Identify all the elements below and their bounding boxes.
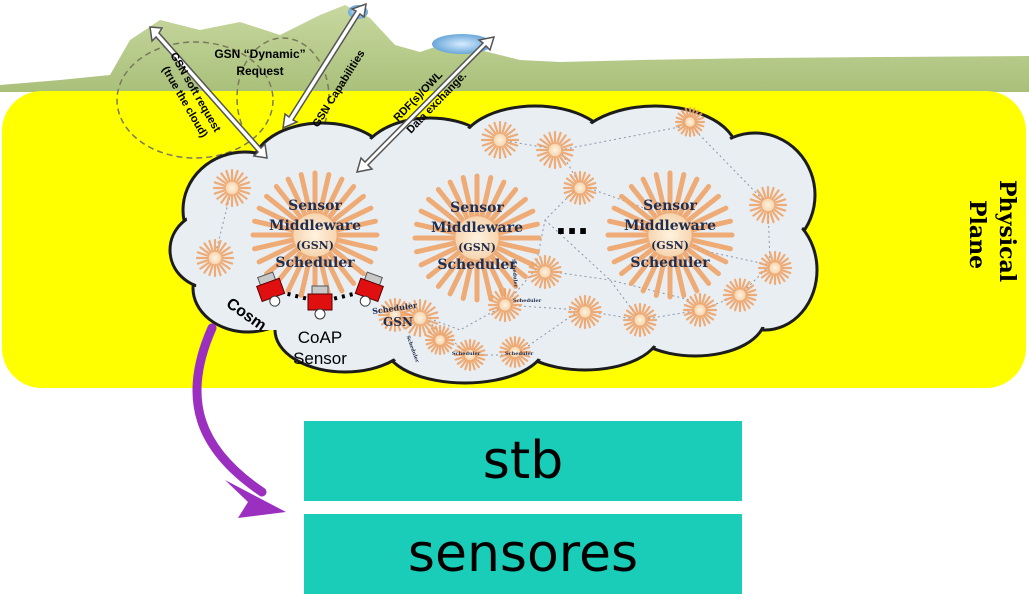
tiny-scheduler-label: Scheduler [510,259,518,288]
mw1-line1: Sensor [288,198,342,214]
tiny-scheduler-label: Scheduler [505,351,534,357]
sensor-burst [453,338,487,372]
middleware-node-3: Sensor Middleware (GSN) Scheduler [624,198,716,271]
sensor-burst [498,335,532,369]
sensor-bursts [195,106,793,372]
stb-label: stb [482,431,564,491]
mw2-line4: Scheduler [437,257,517,273]
arrow-rdf [355,36,496,173]
sensor-burst [527,254,563,290]
stb-box: stb [304,421,742,501]
sensor-burst [212,168,252,208]
sensor-burst [400,298,440,338]
scheduler-gsn-line2: GSN [383,315,413,329]
request-ellipse-left [116,41,274,159]
mw3-line4: Scheduler [630,255,710,271]
sensor-burst [567,294,603,330]
mw3-line1: Sensor [643,198,697,214]
tiny-scheduler-label: Scheduler [452,351,481,357]
sensor-burst [487,287,523,323]
mw2-line2: Middleware [431,220,523,236]
sensor-burst [622,302,658,338]
arrow-soft-request [149,26,268,159]
sensores-label: sensores [407,524,639,584]
purple-curved-arrow [192,323,267,497]
coap-label-line1: CoAP [298,328,342,347]
landscape-hills [0,5,1029,92]
mw2-line3: (GSN) [458,241,496,254]
arrow-label-dynamic-request: GSN “Dynamic” Request [214,47,305,78]
middleware-node-1: Sensor Middleware (GSN) Scheduler [269,198,361,271]
tiny-scheduler-label: Scheduler [513,298,542,304]
coap-sensor-chain [256,271,384,320]
sensor-burst [424,324,456,356]
mw1-line3: (GSN) [296,239,334,252]
mw1-line4: Scheduler [275,255,355,271]
sensor-burst [377,297,413,333]
sensor-burst [722,277,758,313]
sensor-burst [605,170,735,300]
coap-label-line2: Sensor [293,349,347,368]
sensor-burst [480,120,520,160]
physical-plane-label: Physical Plane [964,180,1020,282]
sensores-box: sensores [304,514,742,594]
sensor-device-right [354,271,384,307]
sensor-device-left [256,271,286,307]
arrow-capabilities [282,2,367,130]
plane-label-line2: Plane [964,200,990,269]
sensor-burst [535,130,575,170]
sensor-burst [195,238,235,278]
sensor-burst [562,170,598,206]
sensor-burst [682,292,718,328]
mw1-line2: Middleware [269,218,361,234]
sensor-burst [757,250,793,286]
plane-label-line1: Physical [994,180,1020,282]
dynamic-request-line1: GSN “Dynamic” [214,47,305,61]
sensor-burst [748,185,788,225]
sensor-burst [250,170,380,300]
sensor-device-middle [307,285,333,320]
sensor-burst [412,173,542,303]
sensor-burst [674,106,706,138]
mw3-line2: Middleware [624,218,716,234]
middleware-node-2: Sensor Middleware (GSN) Scheduler [431,200,523,273]
middleware-ellipsis: ... [555,199,588,243]
mw3-line3: (GSN) [651,239,689,252]
dynamic-request-line2: Request [236,64,283,78]
mw2-line1: Sensor [450,200,504,216]
purple-arrowhead [225,480,286,518]
